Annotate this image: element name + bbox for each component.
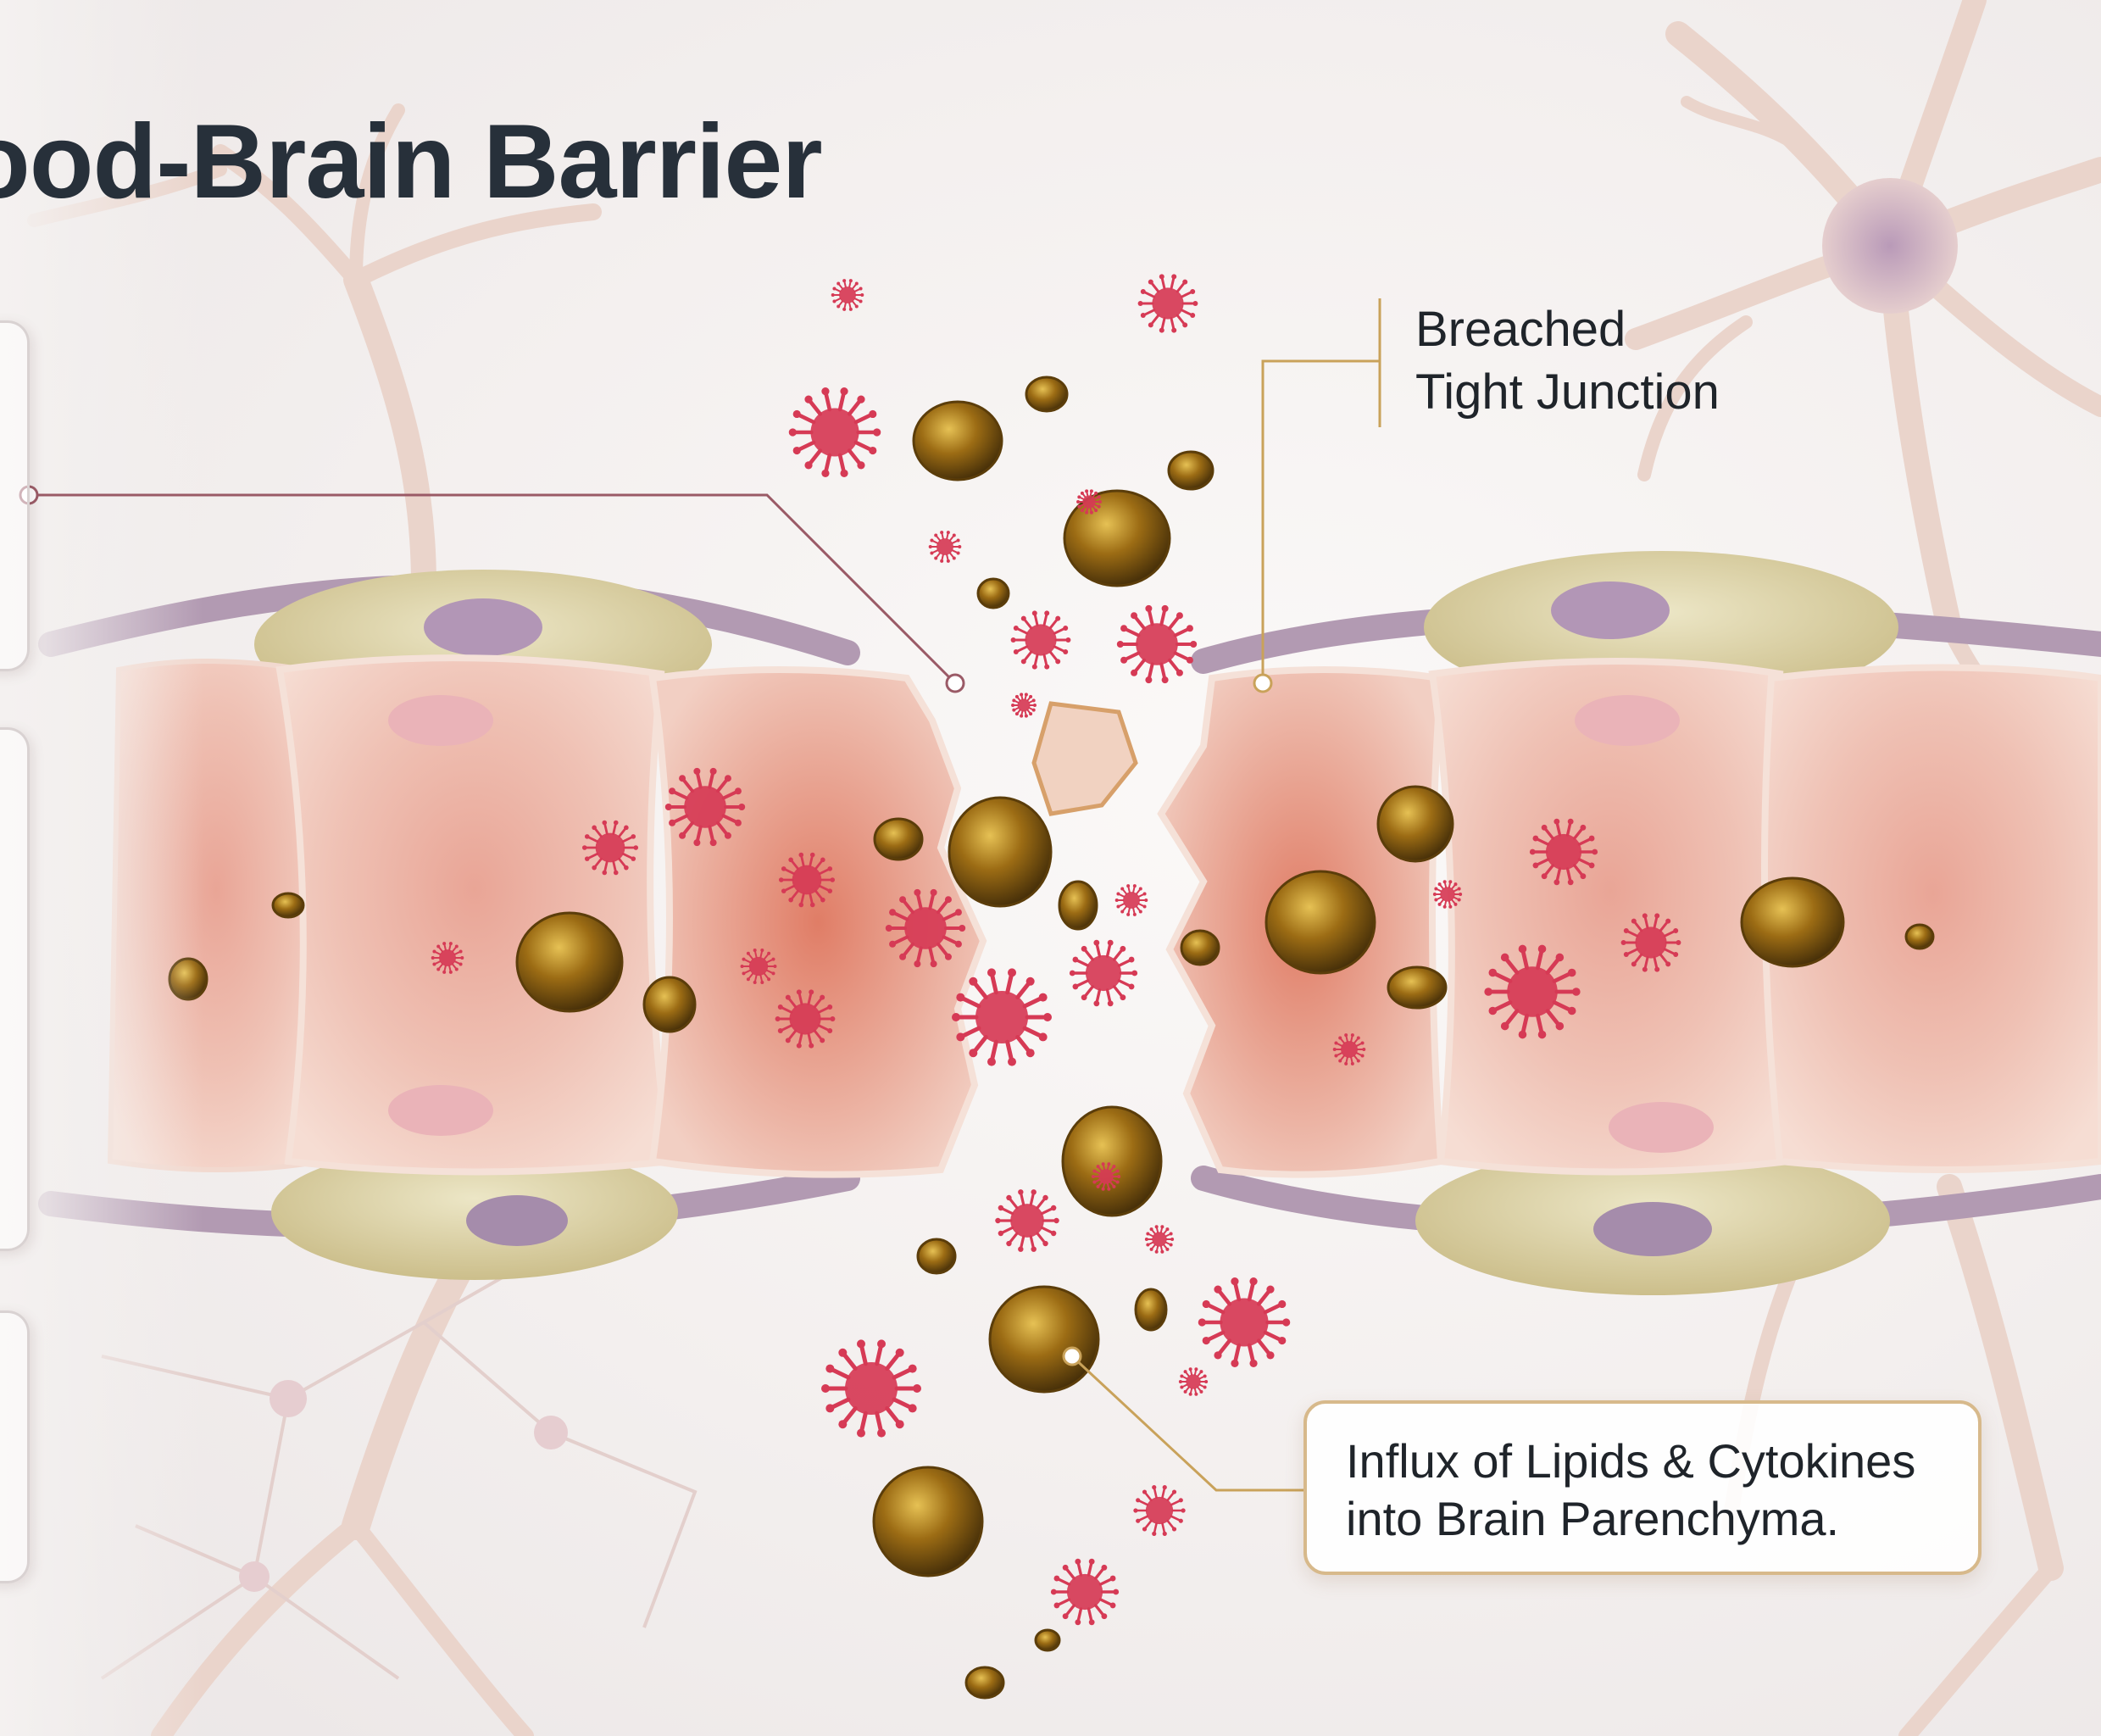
lipid-droplet [914,402,1002,480]
cytokine [1138,274,1198,332]
neuron-soma [270,1380,307,1417]
side-panel-bottom[interactable] [0,1310,30,1583]
cytokine [929,531,962,563]
side-panel-middle[interactable] [0,727,30,1251]
influx-label-line1: Influx of Lipids & Cytokines [1346,1433,1978,1490]
lipid-droplet [1378,787,1453,861]
lipid-droplet [978,579,1009,608]
lipid-droplet [949,798,1051,906]
lipid-droplet [1266,871,1375,973]
lipid-droplet [1026,377,1067,411]
lipid-droplet [918,1239,955,1273]
breached-junction-line1: Breached [1415,298,1720,361]
cytokine [995,1189,1059,1252]
cytokine [831,279,864,311]
breached-junction-line2: Tight Junction [1415,361,1720,424]
lipid-droplet [966,1667,1003,1698]
neuron-soma [239,1561,270,1592]
cytokine [1117,605,1197,683]
cytokine [1011,693,1037,717]
cytokine [1011,610,1071,669]
cytokine [1133,1485,1185,1536]
cytokine [1070,940,1137,1006]
lipid-droplet [1063,1107,1161,1216]
lipid-droplet [874,1467,982,1576]
influx-label-line2: into Brain Parenchyma. [1346,1490,1978,1548]
lipid-droplet [1036,1630,1059,1650]
callout-line-influx [1064,1348,1305,1490]
cytokine [1115,884,1148,916]
lipid-droplet [1181,931,1219,965]
left-fade [0,0,203,1736]
breached-junction-label: Breached Tight Junction [1415,298,1720,424]
cytokine [1051,1559,1119,1625]
lipid-droplet [1169,452,1213,489]
lipid-droplet [1136,1289,1166,1330]
astrocyte-soma [1822,178,1958,314]
endothelial-fragment [1034,704,1136,814]
cytokine [1179,1367,1208,1395]
lipid-droplet [517,913,622,1011]
lipid-droplet [1388,967,1446,1008]
page-title: ood-Brain Barrier [0,102,822,222]
cytokine [821,1339,921,1437]
lipid-droplet [644,977,695,1032]
lipid-droplet [273,893,303,917]
lipid-droplet [1906,925,1933,949]
cytokine [789,387,881,477]
lipid-droplet [1064,491,1170,586]
cytokine [1198,1277,1291,1367]
lipid-droplet [1059,882,1097,929]
lipid-droplet [875,819,922,860]
neuron-soma [534,1416,568,1449]
side-panel-top[interactable] [0,320,30,671]
influx-callout-box: Influx of Lipids & Cytokines into Brain … [1303,1400,1981,1575]
cytokine [1145,1225,1174,1253]
lipid-droplet [990,1287,1098,1392]
lipid-droplet [1742,878,1843,966]
